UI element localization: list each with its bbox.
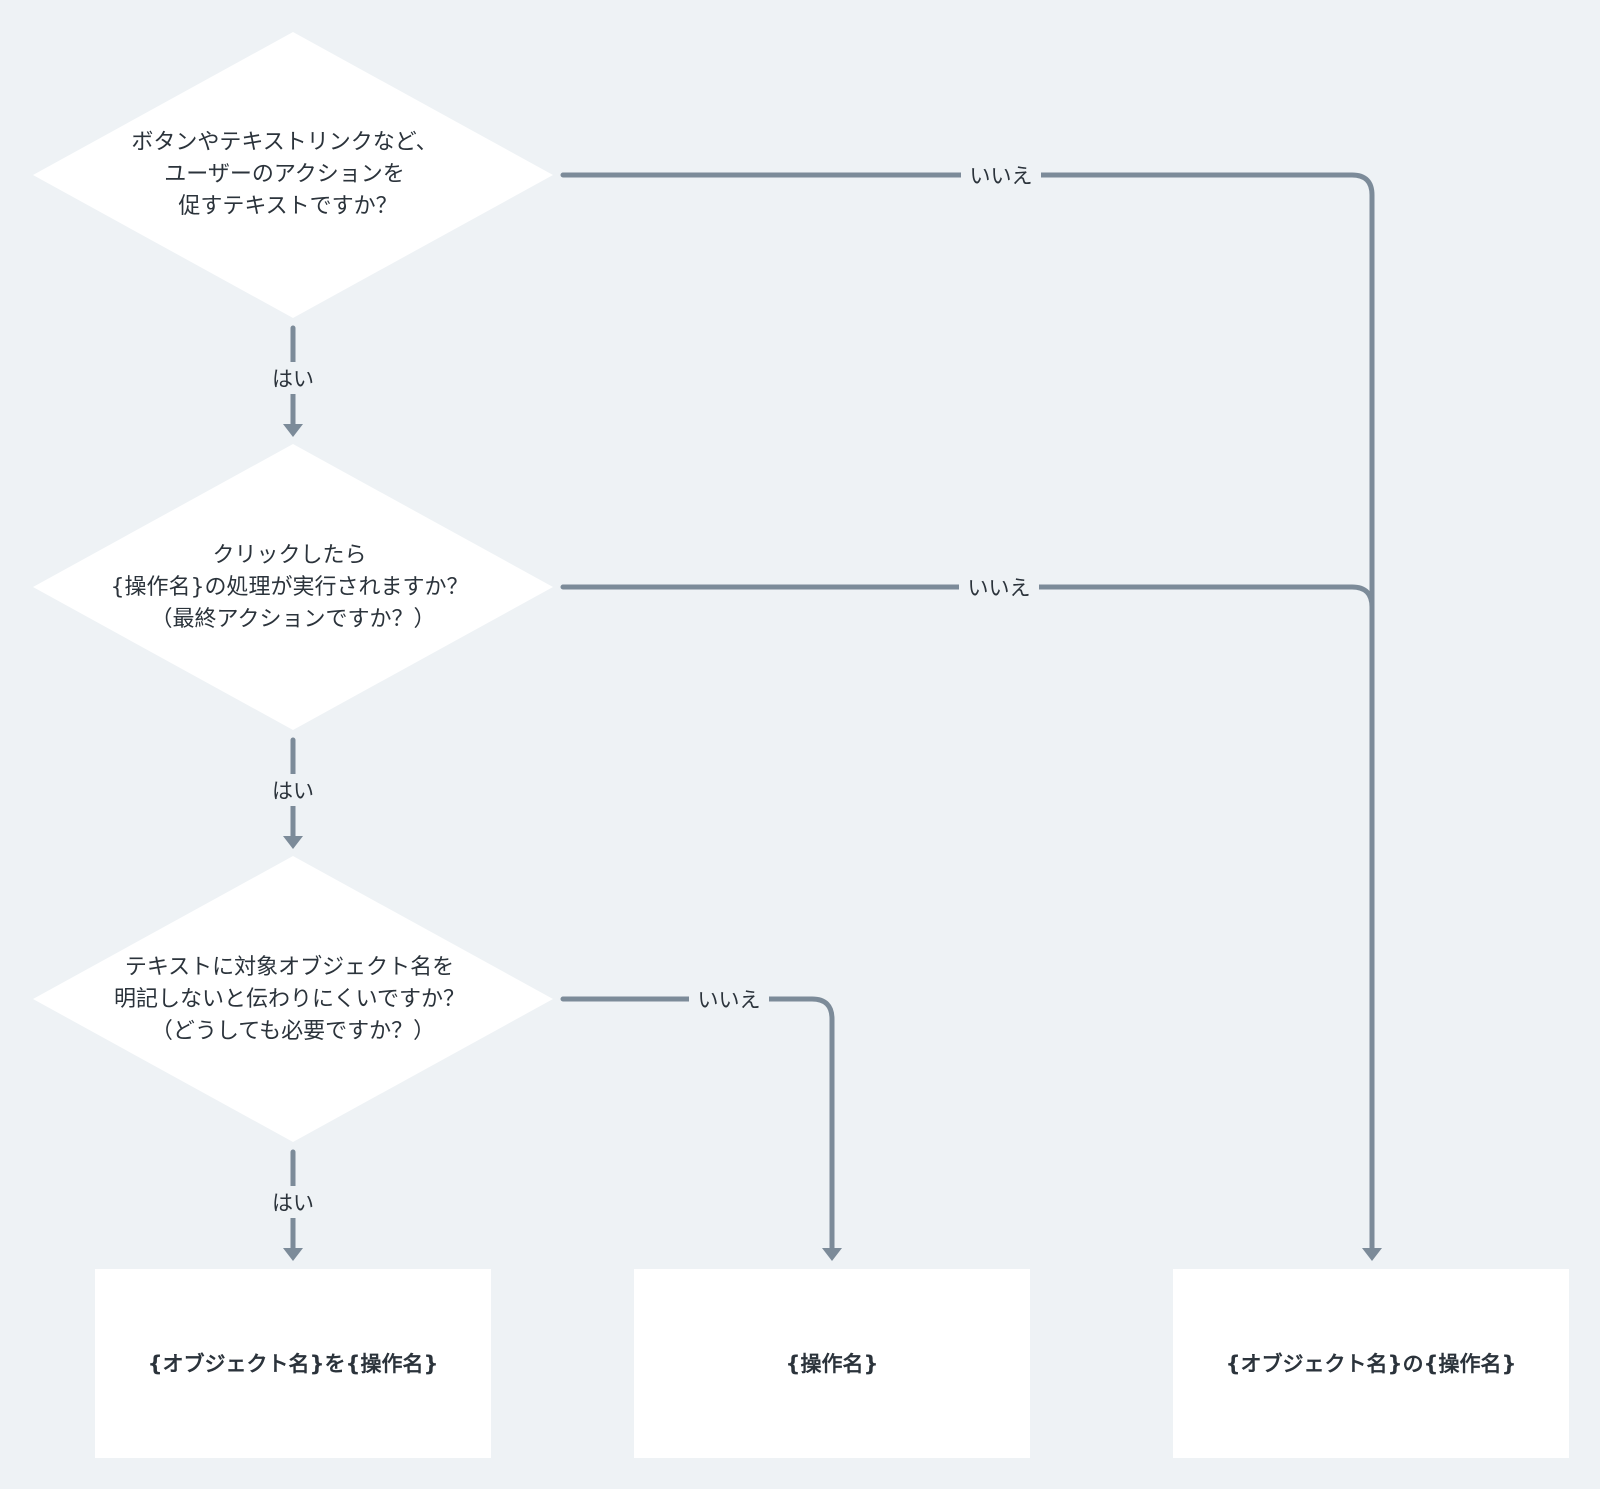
result-2: {操作名}	[634, 1269, 1030, 1458]
yes-connector-1: はい	[266, 325, 320, 437]
decision-2-text: クリックしたら {操作名}の処理が実行されますか？ （最終アクションですか？）	[111, 543, 476, 632]
arrow-down-icon	[1362, 1248, 1382, 1261]
decision-3: テキストに対象オブジェクト名を 明記しないと伝わりにくいですか？ （どうしても必…	[33, 856, 553, 1142]
decision-3-text: テキストに対象オブジェクト名を 明記しないと伝わりにくいですか？ （どうしても必…	[114, 955, 472, 1044]
decision-1-line-1: ボタンやテキストリンクなど、	[131, 130, 437, 155]
no-connector-2: いいえ	[560, 571, 1375, 610]
yes-label-2: はい	[272, 779, 314, 803]
decision-2-diamond	[33, 444, 553, 730]
decision-3-line-2: 明記しないと伝わりにくいですか？	[114, 987, 465, 1012]
arrow-down-icon	[283, 1248, 303, 1261]
result-3-box	[1173, 1269, 1569, 1458]
yes-label-1: はい	[272, 367, 314, 391]
result-3-label: {オブジェクト名}の{操作名}	[1226, 1352, 1517, 1376]
decision-3-line-1: テキストに対象オブジェクト名を	[125, 955, 454, 980]
decision-2-line-2: {操作名}の処理が実行されますか？	[111, 575, 469, 600]
decision-3-line-3: （どうしても必要ですか？）	[151, 1019, 435, 1044]
result-3: {オブジェクト名}の{操作名}	[1173, 1269, 1569, 1458]
decision-1-line-2: ユーザーのアクションを	[164, 162, 404, 187]
no-connector-1: いいえ	[560, 159, 1382, 1261]
no-label-3: いいえ	[698, 988, 761, 1012]
arrow-down-icon	[822, 1248, 842, 1261]
decision-1-text: ボタンやテキストリンクなど、 ユーザーのアクションを 促すテキストですか？	[131, 130, 444, 219]
result-2-label: {操作名}	[786, 1352, 879, 1376]
arrow-down-icon	[283, 424, 303, 437]
no-label-2: いいえ	[968, 576, 1031, 600]
result-2-box	[634, 1269, 1030, 1458]
decision-3-diamond	[33, 856, 553, 1142]
decision-1: ボタンやテキストリンクなど、 ユーザーのアクションを 促すテキストですか？	[33, 32, 553, 318]
arrow-down-icon	[283, 836, 303, 849]
result-1-label: {オブジェクト名}を{操作名}	[148, 1352, 439, 1376]
yes-label-3: はい	[272, 1191, 314, 1215]
result-1: {オブジェクト名}を{操作名}	[95, 1269, 491, 1458]
decision-2-line-1: クリックしたら	[212, 543, 366, 568]
decision-1-line-3: 促すテキストですか？	[178, 194, 397, 219]
yes-connector-2: はい	[266, 737, 320, 849]
no-connector-3: いいえ	[560, 983, 842, 1261]
result-1-box	[95, 1269, 491, 1458]
decision-1-diamond	[33, 32, 553, 318]
decision-2-line-3: （最終アクションですか？）	[151, 607, 436, 632]
decision-2: クリックしたら {操作名}の処理が実行されますか？ （最終アクションですか？）	[33, 444, 553, 730]
no-label-1: いいえ	[970, 164, 1033, 188]
yes-connector-3: はい	[266, 1149, 320, 1261]
